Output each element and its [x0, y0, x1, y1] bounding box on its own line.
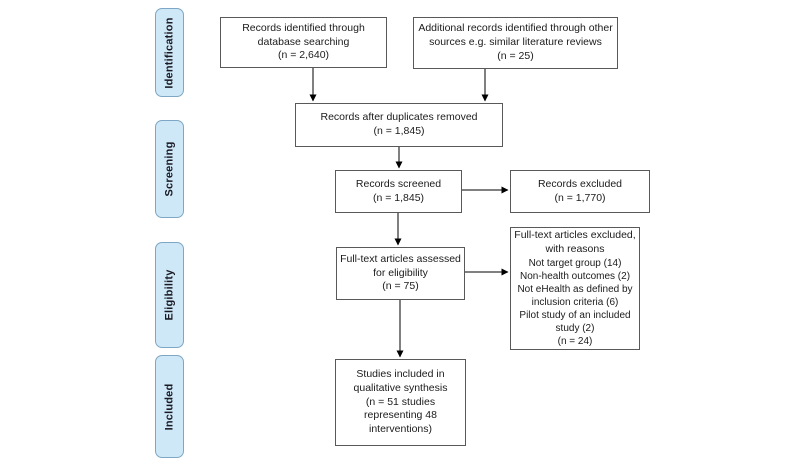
box-records-excluded-text: Records excluded (n = 1,770) — [537, 177, 623, 204]
box-additional-records-text: Additional records identified through ot… — [418, 22, 613, 62]
box-duplicates-removed: Records after duplicates removed (n = 1,… — [295, 103, 503, 147]
box-studies-included-text: Studies included in qualitative synthesi… — [353, 367, 448, 436]
stage-screening-label: Screening — [163, 141, 176, 197]
box-duplicates-removed-text: Records after duplicates removed (n = 1,… — [320, 111, 478, 137]
box-fulltext-excluded-header: Full-text articles excluded, with reason… — [514, 229, 636, 255]
box-fulltext-assessed: Full-text articles assessed for eligibil… — [336, 247, 465, 300]
box-records-screened: Records screened (n = 1,845) — [335, 170, 462, 213]
box-fulltext-excluded-reasons: Not target group (14) Non-health outcome… — [517, 257, 633, 347]
box-fulltext-assessed-text: Full-text articles assessed for eligibil… — [340, 252, 461, 293]
box-records-identified-database: Records identified through database sear… — [220, 17, 387, 68]
box-additional-records: Additional records identified through ot… — [413, 17, 618, 69]
box-studies-included: Studies included in qualitative synthesi… — [335, 359, 466, 446]
stage-identification: Identification — [155, 8, 184, 97]
box-records-identified-database-text: Records identified through database sear… — [242, 21, 365, 62]
stage-included-label: Included — [163, 383, 176, 430]
box-records-screened-text: Records screened (n = 1,845) — [355, 177, 442, 204]
stage-identification-label: Identification — [163, 16, 176, 89]
stage-included: Included — [155, 355, 184, 458]
box-fulltext-excluded: Full-text articles excluded, with reason… — [510, 227, 640, 350]
stage-screening: Screening — [155, 120, 184, 218]
stage-eligibility-label: Eligibility — [163, 269, 176, 321]
box-records-excluded: Records excluded (n = 1,770) — [510, 170, 650, 213]
stage-eligibility: Eligibility — [155, 242, 184, 348]
